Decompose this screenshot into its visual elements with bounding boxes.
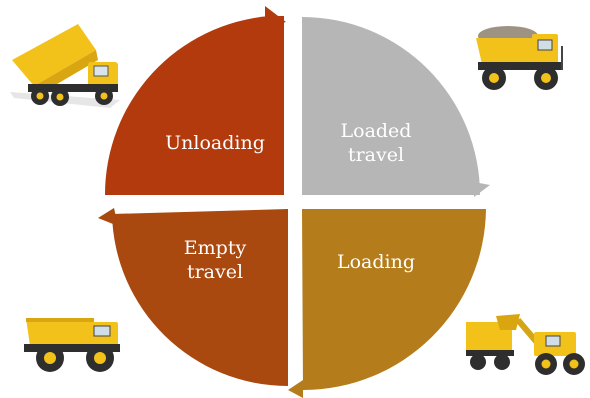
unloading-label: Unloading [150, 131, 280, 155]
loading-label-line: Loading [336, 251, 416, 273]
loaded-haul-truck-icon [476, 26, 563, 90]
loaded-travel-label: Loaded travel [316, 119, 436, 167]
unloading-segment [104, 16, 285, 195]
loader-filling-truck-icon [466, 314, 585, 375]
empty-dump-truck-icon [24, 318, 120, 372]
dump-truck-tipping-icon [10, 24, 120, 108]
loaded-travel-arrow-head [474, 182, 490, 197]
empty-travel-label-line-2: travel [186, 261, 244, 283]
empty-travel-label: Empty travel [160, 236, 270, 284]
loaded-travel-segment [302, 17, 480, 195]
unloading-arrow-head [265, 6, 286, 28]
loaded-travel-label-line-2: travel [347, 144, 405, 166]
empty-travel-label-line-1: Empty [183, 237, 247, 259]
loading-label: Loading [316, 250, 436, 274]
loading-arrow-head [288, 380, 303, 398]
loaded-travel-label-line-1: Loaded [340, 120, 412, 142]
unloading-label-line: Unloading [165, 132, 265, 154]
loading-segment [302, 209, 486, 390]
empty-travel-segment [112, 209, 288, 386]
empty-travel-arrow-head [98, 208, 118, 226]
